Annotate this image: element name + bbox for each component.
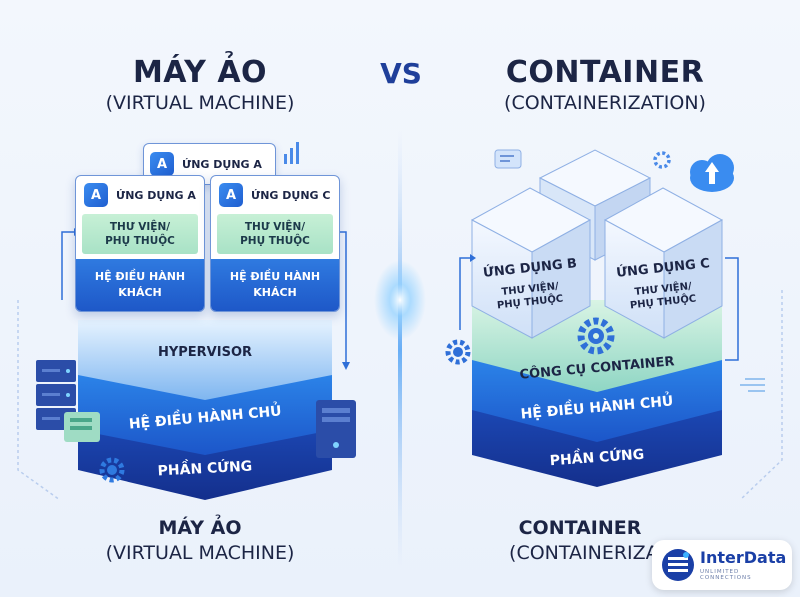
- os-line-2: KHÁCH: [118, 286, 162, 299]
- container-cube-b: [470, 187, 592, 339]
- vm-card-back: A ỨNG DỤNG A: [143, 143, 276, 185]
- logo-tagline: UNLIMITED CONNECTIONS: [700, 569, 752, 581]
- vm-app-label: ỨNG DỤNG C: [251, 188, 331, 202]
- logo-name: InterData: [700, 548, 787, 567]
- left-flow-arrow: [61, 231, 74, 300]
- interdata-logo: InterData UNLIMITED CONNECTIONS: [652, 540, 792, 590]
- server-icon: [36, 360, 76, 430]
- data-lines-icon: [740, 378, 765, 392]
- bar-chart-icon: [284, 142, 299, 164]
- left-title: MÁY ẢO: [132, 55, 268, 90]
- right-circuit-line: [739, 290, 783, 501]
- os-line-1: HỆ ĐIỀU HÀNH: [94, 270, 186, 283]
- hypervisor-label: HYPERVISOR: [158, 345, 252, 360]
- globe-logo-icon: [662, 549, 694, 581]
- container-cube-c: [603, 187, 724, 339]
- vm-layer-stack: HYPERVISOR HỆ ĐIỀU HÀNH CHỦ PHẦN CỨNG: [36, 142, 356, 500]
- right-arrow-head: [342, 362, 350, 370]
- chat-bubble-icon: [494, 149, 522, 169]
- lib-line-2: PHỤ THUỘC: [105, 235, 175, 247]
- vs-label: VS: [380, 57, 422, 90]
- vm-library-box: THƯ VIỆN/PHỤ THUỘC: [217, 214, 333, 254]
- right-subtitle: (CONTAINERIZATION): [504, 92, 706, 114]
- app-store-icon: A: [150, 152, 174, 176]
- os-line-2: KHÁCH: [253, 286, 297, 299]
- os-line-1: HỆ ĐIỀU HÀNH: [229, 270, 321, 283]
- app-store-icon: A: [84, 183, 108, 207]
- app-store-icon: A: [219, 183, 243, 207]
- container-layer-stack: CÔNG CỤ CONTAINER HỆ ĐIỀU HÀNH CHỦ PHẦN …: [445, 149, 765, 487]
- lib-line-1: THƯ VIỆN/: [109, 221, 171, 233]
- vm-hypervisor-layer: [78, 320, 332, 400]
- vm-card-1: A ỨNG DỤNG A THƯ VIỆN/PHỤ THUỘC HỆ ĐIỀU …: [75, 175, 205, 312]
- center-glow: [374, 260, 426, 340]
- cloud-upload-icon: [690, 154, 734, 192]
- container-left-arrow: [459, 257, 470, 330]
- left-bottom-subtitle: (VIRTUAL MACHINE): [105, 542, 295, 564]
- vm-hardware-label: PHẦN CỨNG: [157, 456, 252, 480]
- left-bottom-title: MÁY ẢO: [158, 517, 242, 539]
- guest-os-box: HỆ ĐIỀU HÀNH KHÁCH: [76, 259, 204, 311]
- right-bottom-title: CONTAINER: [518, 517, 642, 539]
- vm-library-box: THƯ VIỆN/PHỤ THUỘC: [82, 214, 198, 254]
- tower-server-icon: [316, 400, 356, 458]
- gear-icon: [577, 317, 615, 355]
- right-title: CONTAINER: [505, 55, 705, 90]
- vm-app-label: ỨNG DỤNG A: [116, 188, 196, 202]
- vm-card-2: A ỨNG DỤNG C THƯ VIỆN/PHỤ THUỘC HỆ ĐIỀU …: [210, 175, 340, 312]
- vm-back-app-label: ỨNG DỤNG A: [182, 157, 262, 171]
- left-subtitle: (VIRTUAL MACHINE): [105, 92, 295, 114]
- lib-line-1: THƯ VIỆN/: [244, 221, 306, 233]
- storage-box-icon: [64, 412, 100, 442]
- lib-line-2: PHỤ THUỘC: [240, 235, 310, 247]
- gear-icon: [653, 151, 671, 169]
- guest-os-box: HỆ ĐIỀU HÀNH KHÁCH: [211, 259, 339, 311]
- container-left-arrow-head: [470, 254, 476, 262]
- gear-icon: [99, 457, 125, 483]
- container-right-arrow: [725, 257, 739, 361]
- gear-icon: [445, 339, 471, 365]
- left-circuit-line: [17, 300, 61, 501]
- center-divider: [398, 130, 402, 570]
